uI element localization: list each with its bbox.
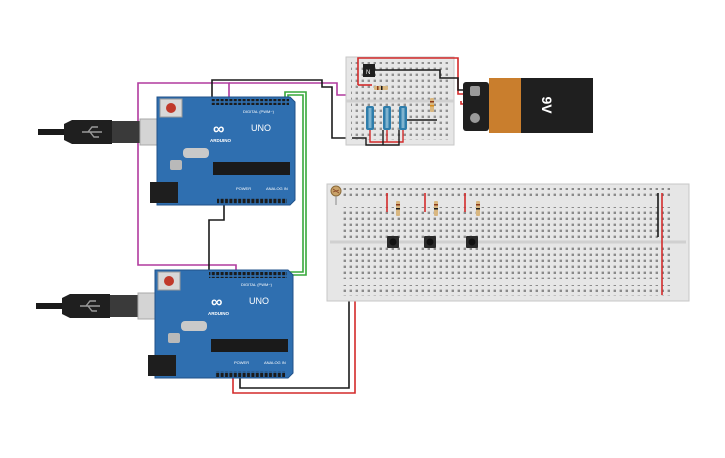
model-label: UNO — [249, 296, 269, 306]
wire-green[interactable] — [284, 91, 307, 276]
wire-black-top[interactable] — [211, 79, 352, 139]
transistor[interactable]: N — [363, 64, 375, 77]
arduino-infinity-logo: ∞ — [211, 294, 222, 311]
transistor-marking: N — [366, 70, 370, 76]
reset-button[interactable] — [164, 276, 174, 286]
wire-red-pots[interactable] — [369, 130, 404, 143]
brand-label: ARDUINO — [208, 311, 229, 316]
analog-label: ANALOG IN — [266, 186, 288, 191]
wire-black-between[interactable] — [208, 205, 225, 275]
digital-label: DIGITAL (PWM~) — [241, 282, 273, 287]
battery-9v[interactable]: 9V — [463, 78, 593, 133]
resistor-1[interactable] — [396, 201, 400, 216]
resistor-small-2[interactable] — [430, 98, 434, 112]
wire-red-rail[interactable] — [386, 193, 663, 295]
reset-button[interactable] — [166, 103, 176, 113]
breadboard-large[interactable] — [326, 183, 690, 302]
brand-label: ARDUINO — [210, 138, 231, 143]
pushbutton-1[interactable] — [387, 236, 399, 248]
resistor-small-1[interactable] — [374, 86, 388, 90]
power-label: POWER — [234, 360, 249, 365]
digital-label: DIGITAL (PWM~) — [243, 109, 275, 114]
analog-label: ANALOG IN — [264, 360, 286, 365]
wire-black-bottom[interactable] — [239, 290, 350, 389]
microcontroller-chip — [211, 339, 288, 352]
wire-black-battery[interactable] — [372, 69, 483, 121]
arduino-uno-bottom[interactable]: DIGITAL (PWM~) ∞ UNO ARDUINO POWER ANALO… — [148, 269, 294, 379]
wire-black-pots[interactable] — [352, 130, 400, 146]
potentiometer-2[interactable] — [383, 106, 391, 130]
microcontroller-chip — [213, 162, 290, 175]
potentiometer-3[interactable] — [399, 106, 407, 130]
battery-label: 9V — [539, 96, 555, 114]
potentiometer-1[interactable] — [366, 106, 374, 130]
photoresistor[interactable] — [330, 185, 342, 205]
resistor-2[interactable] — [434, 201, 438, 216]
model-label: UNO — [251, 123, 271, 133]
arduino-uno-top[interactable]: DIGITAL (PWM~) ∞ UNO ARDUINO POWER ANALO… — [150, 96, 296, 206]
wire-red-bottom[interactable] — [232, 290, 356, 394]
power-label: POWER — [236, 186, 251, 191]
pushbutton-2[interactable] — [424, 236, 436, 248]
pushbutton-3[interactable] — [466, 236, 478, 248]
usb-icon — [80, 300, 100, 312]
usb-icon — [82, 126, 102, 138]
arduino-infinity-logo: ∞ — [213, 121, 224, 138]
resistor-3[interactable] — [476, 201, 480, 216]
